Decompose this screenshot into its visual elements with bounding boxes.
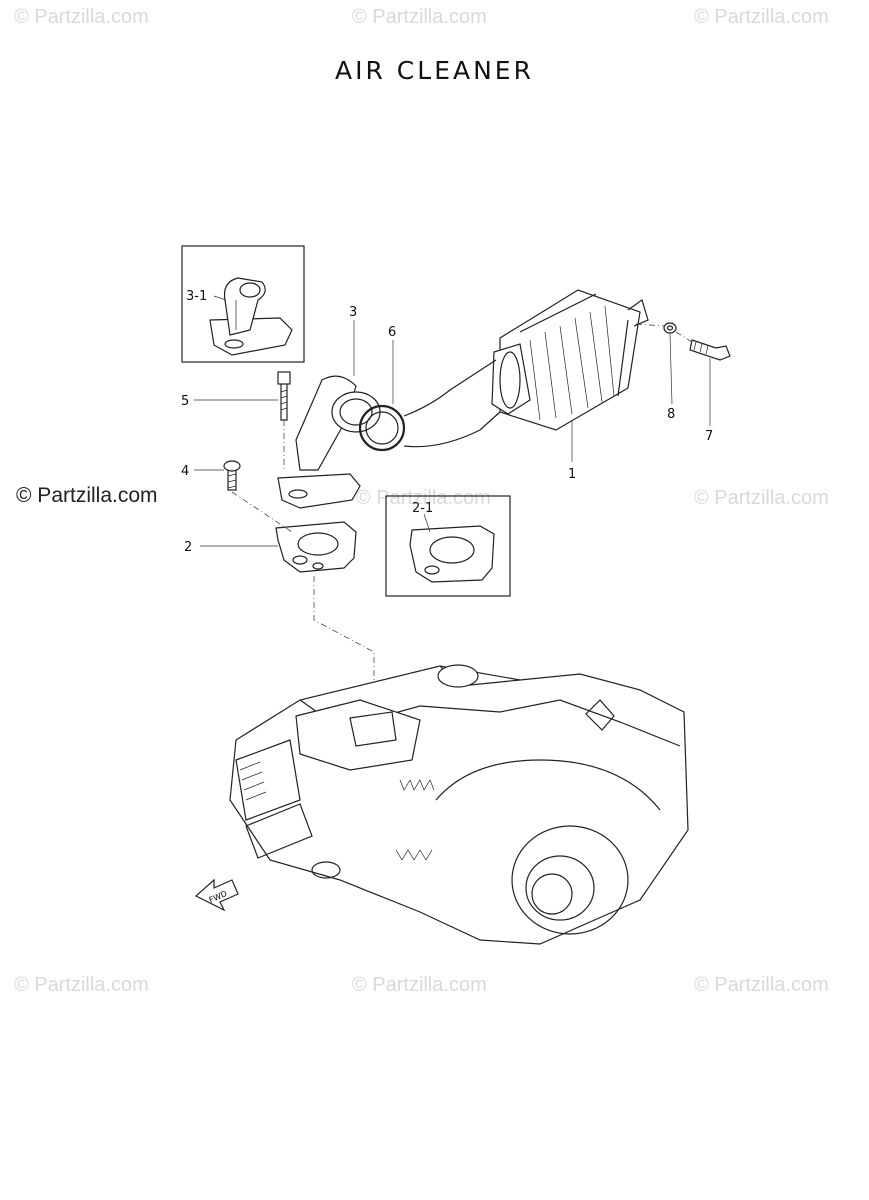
diagram-title: AIR CLEANER: [335, 56, 534, 85]
callout-2: 2: [184, 540, 192, 555]
part-6-clamp: [358, 404, 406, 452]
part-5-bolt: [277, 371, 291, 421]
part-3-intake-joint: [277, 375, 381, 509]
watermark: © Partzilla.com: [14, 6, 149, 28]
fwd-arrow-icon: FWD: [194, 878, 239, 912]
watermark: © Partzilla.com: [694, 6, 829, 28]
leader-lines: [194, 295, 711, 710]
hose: [403, 359, 501, 448]
watermark: © Partzilla.com: [694, 974, 829, 996]
watermark: © Partzilla.com: [352, 974, 487, 996]
watermark-dark: © Partzilla.com: [16, 484, 158, 507]
callout-3-1: 3-1: [186, 289, 207, 304]
part-4-screw: [223, 460, 241, 491]
engine-assembly: [229, 664, 689, 945]
callout-5: 5: [181, 394, 189, 409]
callout-2-1: 2-1: [412, 501, 433, 516]
callout-3: 3: [349, 305, 357, 320]
inset-3-1: [181, 245, 305, 363]
part-2-gasket: [275, 521, 357, 573]
part-8-washer: [663, 322, 677, 334]
callout-4: 4: [181, 464, 189, 479]
watermark: © Partzilla.com: [694, 487, 829, 509]
callout-8: 8: [667, 407, 675, 422]
callout-7: 7: [705, 429, 713, 444]
watermark: © Partzilla.com: [352, 6, 487, 28]
watermark: © Partzilla.com: [14, 974, 149, 996]
callout-labels: 3-1 3 6 5 4 2 2-1 1 8 7: [181, 289, 713, 555]
watermark: © Partzilla.com: [356, 487, 491, 509]
callout-6: 6: [388, 325, 396, 340]
part-1-air-cleaner-box: [491, 289, 649, 431]
callout-1: 1: [568, 467, 576, 482]
inset-2-1: [385, 495, 511, 597]
part-7-bolt: [689, 339, 731, 361]
